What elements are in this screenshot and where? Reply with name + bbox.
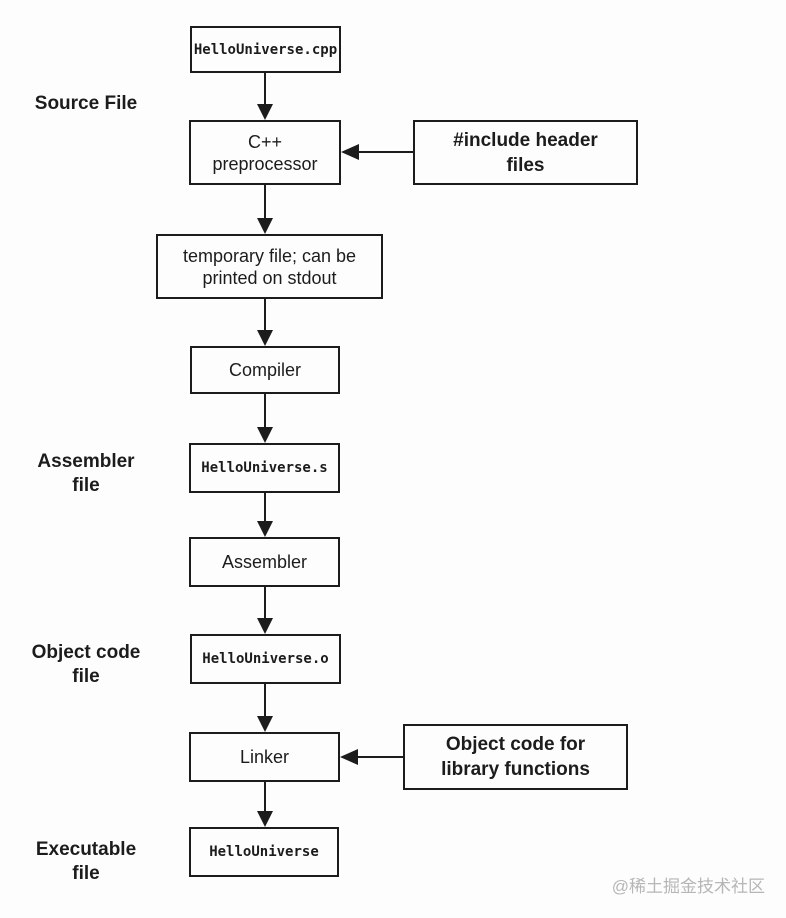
stage-label-executable-file: Executable file [35, 839, 137, 884]
arrow-libobject-to-linker-stem [358, 756, 403, 758]
arrow-preprocessor-to-tempfile-stem [264, 185, 266, 218]
arrow-tempfile-to-compiler-head [257, 330, 273, 346]
watermark-text: @稀土掘金技术社区 [611, 877, 765, 896]
node-compiler: Compiler [190, 346, 340, 394]
arrow-objfile-to-linker-head [257, 716, 273, 732]
arrow-linker-to-executable-head [257, 811, 273, 827]
arrow-linker-to-executable-stem [264, 782, 266, 811]
arrow-assembler-to-objfile-stem [264, 587, 266, 618]
arrow-tempfile-to-compiler-stem [264, 299, 266, 330]
arrow-libobject-to-linker-head [340, 749, 358, 765]
arrow-assembler-to-objfile-head [257, 618, 273, 634]
arrow-headers-to-preprocessor-head [341, 144, 359, 160]
node-temporary-file: temporary file; can be printed on stdout [156, 234, 383, 299]
stage-label-object-code-file: Object code file [31, 642, 141, 687]
node-object-file-name: HelloUniverse.o [190, 634, 341, 684]
arrow-compiler-to-asmfile-stem [264, 394, 266, 427]
arrow-headers-to-preprocessor-stem [359, 151, 413, 153]
arrow-objfile-to-linker-stem [264, 684, 266, 716]
arrow-compiler-to-asmfile-head [257, 427, 273, 443]
node-assembler: Assembler [189, 537, 340, 587]
arrow-asmfile-to-assembler-stem [264, 493, 266, 521]
node-source-file-name: HelloUniverse.cpp [190, 26, 341, 73]
node-preprocessor: C++ preprocessor [189, 120, 341, 185]
node-assembly-file-name: HelloUniverse.s [189, 443, 340, 493]
arrow-asmfile-to-assembler-head [257, 521, 273, 537]
node-include-headers: #include header files [413, 120, 638, 185]
stage-label-source-file: Source File [34, 93, 138, 114]
node-executable-name: HelloUniverse [189, 827, 339, 877]
arrow-preprocessor-to-tempfile-head [257, 218, 273, 234]
arrow-source-to-preprocessor-head [257, 104, 273, 120]
stage-label-assembler-file: Assembler file [37, 451, 135, 496]
node-library-object-code: Object code for library functions [403, 724, 628, 790]
node-linker: Linker [189, 732, 340, 782]
arrow-source-to-preprocessor-stem [264, 73, 266, 104]
